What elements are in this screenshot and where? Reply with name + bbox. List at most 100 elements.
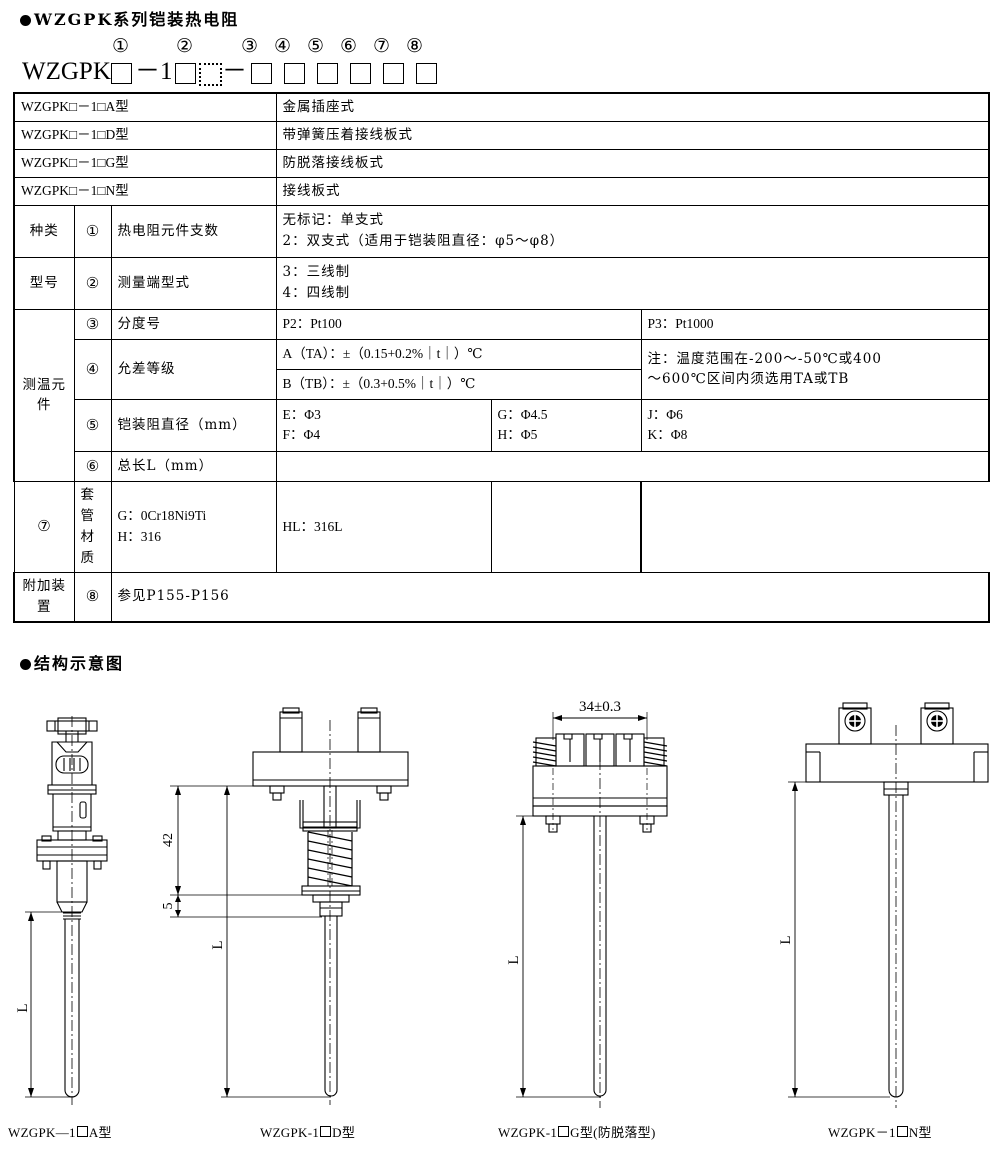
param-name-3: 分度号 [110,308,277,340]
marker-1: ① [112,35,130,57]
index-5: ⑤ [73,398,112,452]
type-desc-2: 防脱落接线板式 [275,148,991,178]
table-row: 测温元件 ③ 分度号 P2：Pt100 P3：Pt1000 [13,308,991,483]
dim-label-a-L: L [15,1003,31,1012]
diameter-e: E：Φ3 [282,406,321,422]
structure-diagram-svg: L [15,699,989,1108]
bullet-icon [20,15,31,26]
param-name-2: 测量端型式 [110,256,277,310]
index-7: ⑦ [13,481,75,573]
model-code-box-series [111,63,132,84]
model-code-box-8 [416,63,437,84]
model-code-box-7 [383,63,404,84]
diagram-caption-d: WZGPK-1 D型 [260,1122,355,1141]
caption-a-post: A型 [88,1125,112,1140]
diameter-g: G：Φ4.5 [497,406,548,422]
param-value-2-line1: 3：三线制 [282,264,351,281]
model-code-mid: －1 [135,58,173,85]
model-code-prefix: WZGPK [22,58,111,85]
type-desc-0: 金属插座式 [275,91,991,122]
type-code-3: WZGPK□－1□N型 [13,176,277,206]
diagram-caption-g: WZGPK-1 G型(防脱落型) [498,1122,656,1141]
param-value-2: 3：三线制 4：四线制 [275,256,991,310]
diameter-col-3: J：Φ6 K：Φ8 [640,398,991,452]
material-col-1: G：0Cr18Ni9Ti H：316 [110,481,277,573]
model-section-heading-text: WZGPK系列铠装热电阻 [34,10,240,29]
caption-a-pre: WZGPK—1 [8,1125,76,1140]
tolerance-class-b: B（TB）：±（0.3+0.5%｜t｜）℃ [275,368,642,400]
param-value-6 [275,450,991,483]
group-accessory: 附加装置 [13,571,75,623]
diameter-k: K：Φ8 [647,427,688,443]
caption-g-box [558,1126,570,1137]
type-code-0: WZGPK□－1□A型 [13,91,277,122]
diameter-f: F：Φ4 [282,427,321,443]
diagram-g-type: 34±0.3 L [506,699,668,1108]
model-code-box-5 [317,63,338,84]
group-sensing-element: 测温元件 [13,308,75,483]
model-code-box-2 [199,63,222,86]
marker-8: ⑧ [406,35,424,57]
caption-d-post: D型 [332,1125,356,1140]
table-row: ⑦ 套管材质 G：0Cr18Ni9Ti H：316 HL：316L [13,481,989,573]
caption-g-pre: WZGPK-1 [498,1125,558,1140]
dim-label-n-L: L [778,935,794,944]
table-row: ⑥ 总长L（mm） [14,450,991,483]
type-code-2: WZGPK□－1□G型 [13,148,277,178]
graduation-p2: P2：Pt100 [275,308,642,340]
table-row: 附加装置 ⑧ 参见P155-P156 [13,571,991,623]
table-row: B（TB）：±（0.3+0.5%｜t｜）℃ [14,368,989,400]
tolerance-note: 注：温度范围在-200～-50℃或400 ～600℃区间内须选用TA或TB [640,338,991,400]
diameter-col-2: G：Φ4.5 H：Φ5 [490,398,642,452]
bullet-icon-2 [20,659,31,670]
dim-label-d-42: 42 [161,833,176,847]
table-row: WZGPK□－1□G型 防脱落接线板式 [13,148,991,178]
dim-label-g-34: 34±0.3 [579,699,621,715]
param-name-7: 套管材质 [73,481,112,573]
table-row: 型号 ② 测量端型式 3：三线制 4：四线制 [13,256,991,310]
param-value-1: 无标记：单支式 2：双支式（适用于铠装阻直径：φ5～φ8） [275,204,991,258]
model-code-box-4 [284,63,305,84]
dim-label-d-5: 5 [161,903,176,910]
param-value-1-line2: 2：双支式（适用于铠装阻直径：φ5～φ8） [282,233,565,250]
param-value-8: 参见P155-P156 [110,571,991,623]
diagram-n-type: L [778,702,989,1108]
type-desc-3: 接线板式 [275,176,991,206]
graduation-p3: P3：Pt1000 [640,308,991,340]
caption-d-box [320,1126,332,1137]
table-row: WZGPK□－1□D型 带弹簧压着接线板式 [13,120,991,150]
caption-d-pre: WZGPK-1 [260,1125,320,1140]
model-section-heading: WZGPK系列铠装热电阻 [20,6,239,30]
marker-4: ④ [274,35,292,57]
dim-label-g-L: L [506,955,522,964]
caption-n-box [896,1126,908,1137]
type-code-1: WZGPK□－1□D型 [13,120,277,150]
table-row: 种类 ① 热电阻元件支数 无标记：单支式 2：双支式（适用于铠装阻直径：φ5～φ… [13,204,991,258]
tolerance-class-a: A（TA）：±（0.15+0.2%｜t｜）℃ [275,338,642,370]
dim-label-d-L: L [210,940,226,949]
diagram-a-type: L [15,716,108,1105]
group-kind: 种类 [13,204,75,258]
model-code-box-1 [175,63,196,84]
material-hl: HL：316L [275,481,492,573]
index-4: ④ [73,338,112,400]
caption-n-post: N型 [908,1125,932,1140]
model-code-box-3 [251,63,272,84]
table-row: ⑤ 铠装阻直径（mm） E：Φ3 F：Φ4 G：Φ4.5 H：Φ5 J：Φ6 K… [14,398,991,452]
diagram-d-type: 42 5 L [161,707,409,1105]
material-col-3 [490,481,642,573]
group-model: 型号 [13,256,75,310]
model-code-dash: － [222,58,248,85]
param-name-6: 总长L（mm） [110,450,277,483]
caption-g-post: G型(防脱落型) [570,1125,656,1140]
specification-table: WZGPK□－1□A型 金属插座式 WZGPK□－1□D型 带弹簧压着接线板式 … [13,91,991,623]
diameter-j: J：Φ6 [647,406,683,422]
type-desc-1: 带弹簧压着接线板式 [275,120,991,150]
index-1: ① [73,204,112,258]
index-6: ⑥ [73,450,112,483]
structure-section-heading-text: 结构示意图 [34,654,125,673]
param-value-2-line2: 4：四线制 [282,285,351,302]
structure-diagrams: L [0,690,1000,1151]
model-code-box-6 [350,63,371,84]
